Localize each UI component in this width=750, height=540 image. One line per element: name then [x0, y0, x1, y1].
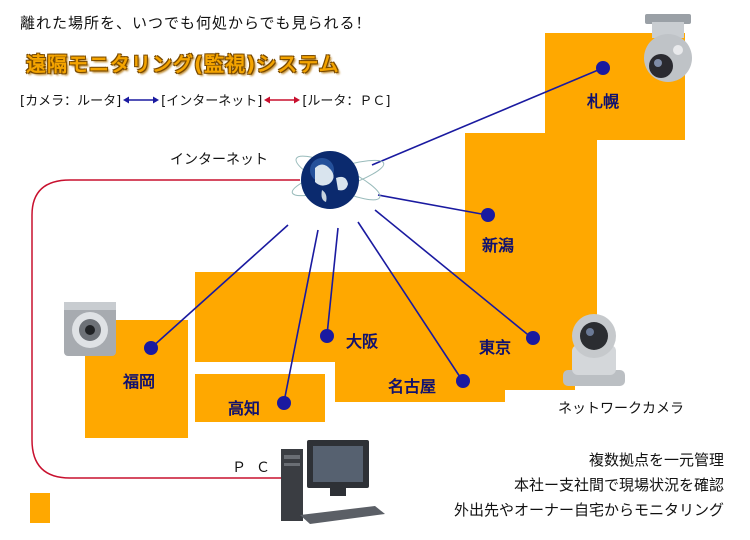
- city-label-sapporo: 札幌: [587, 92, 620, 111]
- city-label-niigata: 新潟: [482, 236, 515, 255]
- map-honshu-north: [465, 133, 597, 315]
- map-shikoku: [195, 374, 325, 422]
- benefit-item: 複数拠点を一元管理: [588, 451, 724, 469]
- internet-label: インターネット: [170, 152, 268, 168]
- link-fukuoka: [150, 224, 289, 349]
- benefit-item: 外出先やオーナー自宅からモニタリング: [453, 501, 724, 519]
- node-sapporo: [596, 61, 610, 75]
- node-tokyo: [526, 331, 540, 345]
- link-niigata: [377, 194, 488, 216]
- ptz-camera-icon: [563, 314, 625, 386]
- benefit-item: 本社ー支社間で現場状況を確認: [513, 476, 724, 494]
- benefits-list: 複数拠点を一元管理 本社ー支社間で現場状況を確認 外出先やオーナー自宅からモニタ…: [454, 448, 724, 523]
- node-fukuoka: [144, 341, 158, 355]
- legend-internet: [インターネット]: [161, 94, 263, 109]
- node-osaka: [320, 329, 334, 343]
- city-label-nagoya: 名古屋: [388, 377, 437, 396]
- node-niigata: [481, 208, 495, 222]
- city-label-tokyo: 東京: [479, 338, 512, 357]
- globe-icon: [291, 151, 385, 209]
- city-label-fukuoka: 福岡: [123, 372, 156, 391]
- link-kochi: [283, 229, 319, 403]
- japan-map: [30, 33, 685, 523]
- internet-links: [150, 67, 604, 403]
- box-camera-icon: [64, 302, 116, 356]
- tagline: 離れた場所を、いつでも何処からでも見られる！: [20, 14, 372, 32]
- node-nagoya: [456, 374, 470, 388]
- map-okinawa: [30, 493, 50, 523]
- city-label-osaka: 大阪: [346, 332, 379, 351]
- pc-label: ＰＣ: [232, 460, 280, 476]
- node-kochi: [277, 396, 291, 410]
- page-title: 遠隔モニタリング(監視)システム: [26, 52, 340, 76]
- legend-camera-router: [カメラ：ルータ]: [20, 94, 122, 109]
- blue-link-arrow-icon: [123, 96, 160, 103]
- node-dots: [144, 61, 610, 410]
- legend: [カメラ：ルータ] [インターネット] [ルータ：ＰＣ]: [20, 90, 390, 109]
- map-honshu-main: [195, 272, 597, 402]
- link-nagoya: [357, 221, 463, 381]
- link-osaka: [326, 227, 339, 336]
- red-link-arrow-icon: [264, 96, 301, 103]
- desktop-pc-icon: [281, 440, 385, 524]
- link-tokyo: [374, 209, 533, 339]
- city-label-kochi: 高知: [228, 399, 261, 418]
- dome-camera-icon: [644, 14, 692, 82]
- pc-link-line: [31, 179, 300, 479]
- link-sapporo: [371, 67, 604, 166]
- legend-router-pc: [ルータ：ＰＣ]: [302, 94, 391, 109]
- network-camera-label: ネットワークカメラ: [558, 401, 684, 417]
